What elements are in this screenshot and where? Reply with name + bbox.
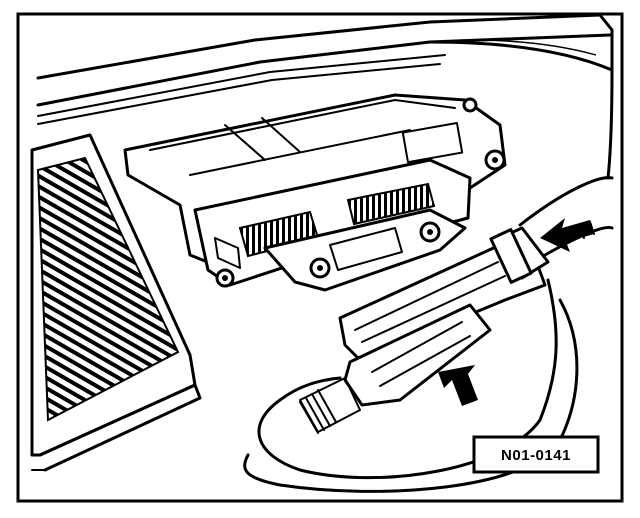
reference-code: N01-0141	[501, 447, 571, 464]
wiring-plug	[338, 226, 550, 407]
air-filter-element	[30, 133, 202, 472]
direction-arrow-lower	[438, 365, 478, 406]
direction-arrow-upper	[540, 218, 595, 252]
mounting-plate	[263, 208, 467, 292]
reference-code-box: N01-0141	[472, 435, 600, 474]
housing-lid	[36, 13, 614, 180]
